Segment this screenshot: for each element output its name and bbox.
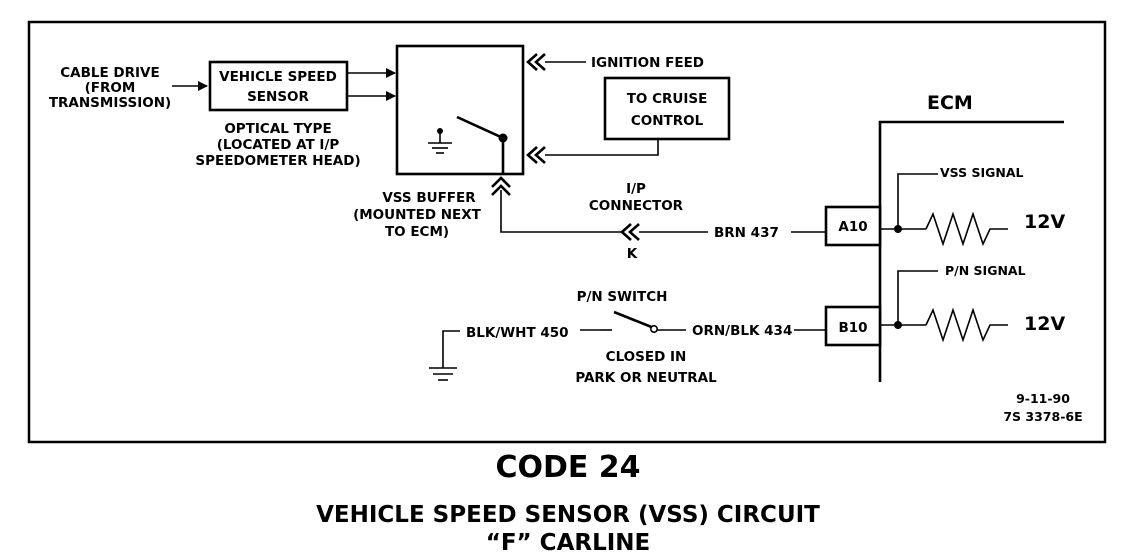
pn-switch-icon xyxy=(601,310,686,333)
cable-drive-label-3: TRANSMISSION) xyxy=(49,95,171,111)
buffer-ground-icon xyxy=(428,128,452,154)
cruise-control-wire xyxy=(545,139,659,156)
a10-junction-dot xyxy=(894,225,902,233)
ecm-boundary xyxy=(878,120,1064,382)
a10-pullup-resistor xyxy=(925,211,1008,247)
cruise-control-box xyxy=(603,76,731,141)
drawing-date: 9-11-90 xyxy=(1016,391,1070,406)
vss-signal-wire xyxy=(897,173,938,229)
caption-line-2: “F” CARLINE xyxy=(485,530,651,556)
vehicle-speed-sensor-label-2: SENSOR xyxy=(247,89,309,105)
cable-drive-label-2: (FROM xyxy=(85,80,136,96)
vss-output-wire xyxy=(500,190,622,233)
vss-circuit-diagram: CABLE DRIVE (FROM TRANSMISSION) VEHICLE … xyxy=(27,20,1107,444)
optical-type-label-3: SPEEDOMETER HEAD) xyxy=(195,153,360,169)
buffer-bottom-connector-icon xyxy=(491,176,511,196)
optical-type-label-2: (LOCATED AT I/P xyxy=(217,137,340,153)
b10-junction-dot xyxy=(894,321,902,329)
ecm-pin-b10-label: B10 xyxy=(838,320,867,336)
vss-buffer-label-3: TO ECM) xyxy=(385,224,449,240)
pn-switch-label: P/N SWITCH xyxy=(577,289,668,305)
pn-switch-note-2: PARK OR NEUTRAL xyxy=(575,370,717,386)
pn-switch-note-1: CLOSED IN xyxy=(606,349,687,365)
blk-wht-450-label: BLK/WHT 450 xyxy=(466,325,569,341)
caption-line-1: VEHICLE SPEED SENSOR (VSS) CIRCUIT xyxy=(316,502,820,528)
ignition-feed-connector-icon xyxy=(526,53,546,71)
ecm-pin-a10-label: A10 xyxy=(838,219,867,235)
ignition-feed-label: IGNITION FEED xyxy=(591,55,704,71)
b10-voltage-label: 12V xyxy=(1024,313,1065,335)
drawing-number: 7S 3378-6E xyxy=(1003,409,1082,424)
cruise-control-label-2: CONTROL xyxy=(631,113,704,129)
pn-signal-label: P/N SIGNAL xyxy=(945,263,1026,278)
orn-blk-434-label: ORN/BLK 434 xyxy=(692,323,792,339)
ip-connector-icon xyxy=(620,223,640,241)
vehicle-speed-sensor-box xyxy=(208,60,349,112)
vss-buffer-label-1: VSS BUFFER xyxy=(382,190,476,206)
vehicle-speed-sensor-label-1: VEHICLE SPEED xyxy=(219,69,337,85)
pn-signal-wire xyxy=(897,270,938,325)
cruise-control-label-1: TO CRUISE xyxy=(627,91,708,107)
ecm-pin-b10 xyxy=(824,305,882,347)
vss-buffer-label-2: (MOUNTED NEXT xyxy=(353,207,482,223)
ip-connector-pin-k: K xyxy=(627,246,638,262)
code-title: CODE 24 xyxy=(495,450,641,485)
ground-icon xyxy=(429,330,460,381)
vss-signal-label: VSS SIGNAL xyxy=(940,165,1024,180)
brn-437-label: BRN 437 xyxy=(714,225,779,241)
cruise-connector-icon xyxy=(526,146,546,164)
buffer-switch-icon xyxy=(456,115,508,175)
optical-type-label-1: OPTICAL TYPE xyxy=(224,121,331,137)
cable-drive-label-1: CABLE DRIVE xyxy=(60,65,159,81)
ip-connector-label-2: CONNECTOR xyxy=(589,198,684,214)
diagram-frame xyxy=(27,20,1107,444)
ecm-title: ECM xyxy=(927,92,973,114)
ecm-pin-a10 xyxy=(824,205,882,247)
a10-voltage-label: 12V xyxy=(1024,211,1065,233)
ip-connector-label-1: I/P xyxy=(626,181,646,197)
b10-pullup-resistor xyxy=(925,307,1008,343)
